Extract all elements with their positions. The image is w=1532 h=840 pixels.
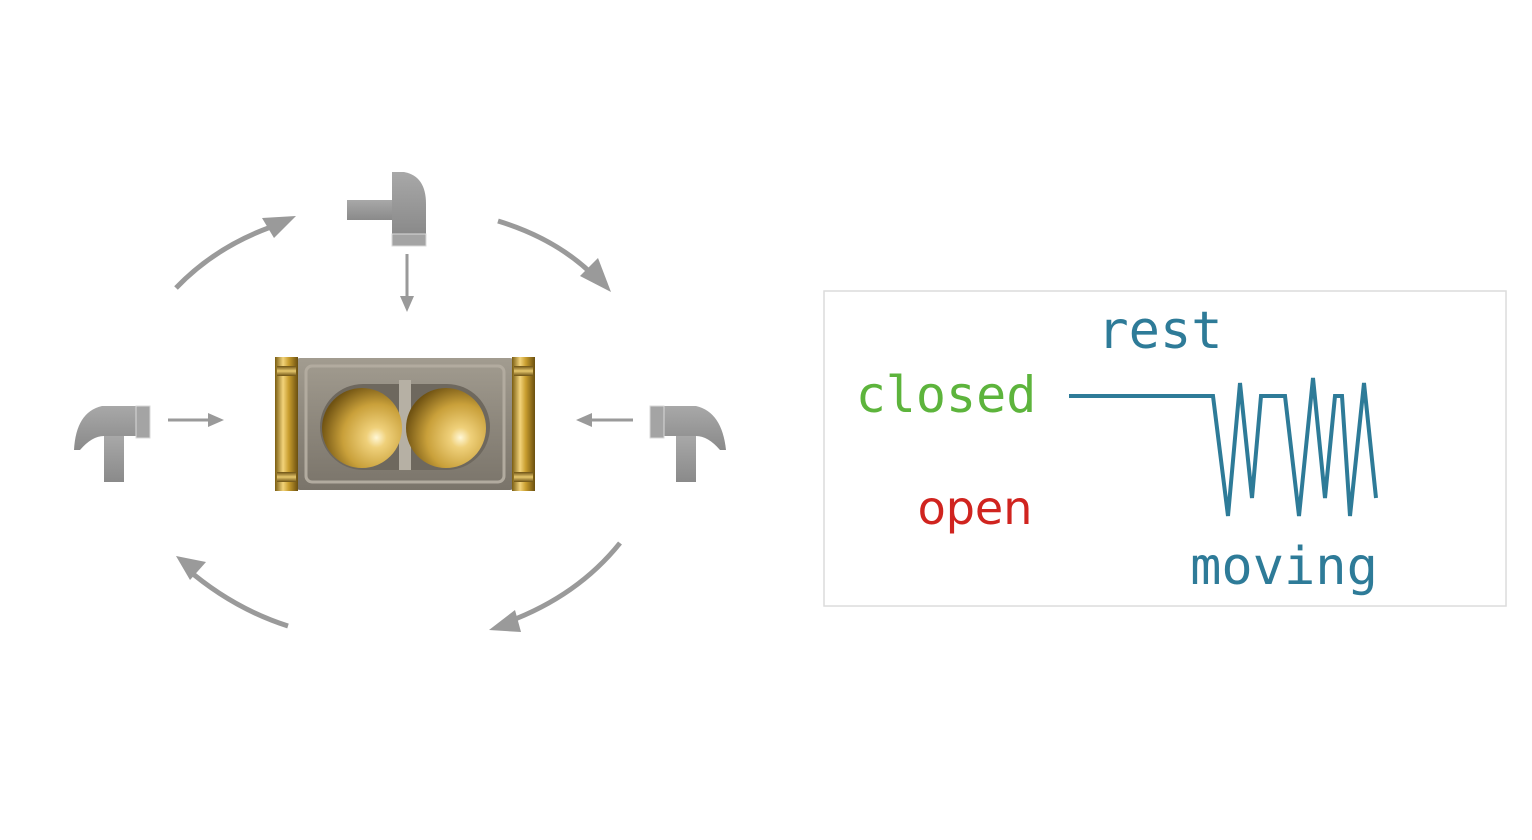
hammer-icon (347, 172, 427, 247)
arrow-right-icon (168, 413, 224, 427)
label-closed: closed (856, 366, 1037, 424)
hammer-icon (649, 405, 726, 482)
switch-signal-waveform (1069, 377, 1378, 517)
arrow-down-icon (400, 254, 414, 312)
hammer-icon (74, 405, 151, 482)
impact-arrows (168, 254, 633, 427)
arrow-icon (174, 216, 296, 290)
ball-right (406, 388, 486, 468)
arrow-left-icon (576, 413, 633, 427)
label-rest: rest (1097, 301, 1222, 361)
ball-left (322, 388, 402, 468)
label-open: open (918, 481, 1033, 535)
cycle-arrows (174, 216, 622, 632)
arrow-icon (489, 541, 622, 632)
arrow-icon (497, 218, 611, 292)
label-moving: moving (1190, 537, 1378, 597)
signal-panel: rest closed open moving (823, 290, 1507, 607)
ball-tilt-sensor-icon (275, 357, 535, 491)
arrow-icon (176, 556, 289, 629)
